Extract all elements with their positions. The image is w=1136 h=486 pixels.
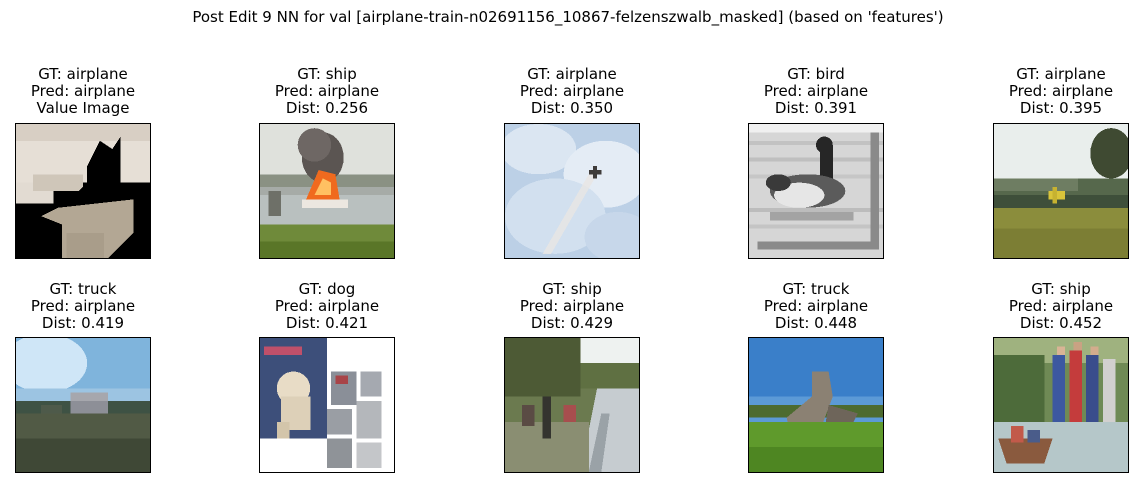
- panel-caption: GT: ship Pred: airplane Dist: 0.429: [444, 281, 700, 332]
- gt-label: GT: ship: [1031, 280, 1091, 298]
- gt-label: GT: airplane: [1016, 65, 1106, 83]
- panel-caption: GT: ship Pred: airplane Dist: 0.452: [933, 281, 1136, 332]
- gt-label: GT: airplane: [38, 65, 128, 83]
- panel-caption: GT: ship Pred: airplane Dist: 0.256: [199, 66, 455, 117]
- pred-label: Pred: airplane: [1008, 297, 1114, 315]
- gt-label: GT: truck: [49, 280, 117, 298]
- gt-label: GT: ship: [297, 65, 357, 83]
- pred-label: Pred: airplane: [274, 82, 380, 100]
- figure-title: Post Edit 9 NN for val [airplane-train-n…: [192, 8, 944, 26]
- dist-label: Dist: 0.395: [1019, 99, 1103, 117]
- pred-label: Pred: airplane: [763, 82, 869, 100]
- gt-label: GT: airplane: [527, 65, 617, 83]
- crowd-on-boat-thumbnail: [993, 337, 1129, 473]
- masked-airplane-thumbnail: [15, 123, 151, 259]
- plane-in-sky-thumbnail: [504, 123, 640, 259]
- dist-label: Dist: 0.429: [530, 314, 614, 332]
- panel-caption: GT: truck Pred: airplane Dist: 0.419: [0, 281, 211, 332]
- dog-collage-thumbnail: [259, 337, 395, 473]
- dist-label: Dist: 0.350: [530, 99, 614, 117]
- panel-caption: GT: airplane Pred: airplane Dist: 0.395: [933, 66, 1136, 117]
- panel-caption: GT: bird Pred: airplane Dist: 0.391: [688, 66, 944, 117]
- dist-label: Dist: 0.421: [285, 314, 369, 332]
- pred-label: Pred: airplane: [519, 82, 625, 100]
- plane-over-field-thumbnail: [993, 123, 1129, 259]
- pred-label: Pred: airplane: [30, 82, 136, 100]
- dist-label: Dist: 0.419: [41, 314, 125, 332]
- pred-label: Pred: airplane: [763, 297, 869, 315]
- gt-label: GT: truck: [782, 280, 850, 298]
- pred-label: Pred: airplane: [1008, 82, 1114, 100]
- dist-label: Dist: 0.256: [285, 99, 369, 117]
- truck-under-sky-thumbnail: [15, 337, 151, 473]
- gt-label: GT: dog: [298, 280, 356, 298]
- burning-boat-thumbnail: [259, 123, 395, 259]
- gt-label: GT: bird: [787, 65, 845, 83]
- dist-label: Dist: 0.452: [1019, 314, 1103, 332]
- pred-label: Pred: airplane: [519, 297, 625, 315]
- dist-label: Dist: 0.448: [774, 314, 858, 332]
- pred-label: Pred: airplane: [30, 297, 136, 315]
- gt-label: GT: ship: [542, 280, 602, 298]
- panel-caption: GT: airplane Pred: airplane Value Image: [0, 66, 211, 117]
- dist-label: Dist: 0.391: [774, 99, 858, 117]
- goose-on-water-thumbnail: [748, 123, 884, 259]
- panel-caption: GT: dog Pred: airplane Dist: 0.421: [199, 281, 455, 332]
- people-by-river-thumbnail: [504, 337, 640, 473]
- pred-label: Pred: airplane: [274, 297, 380, 315]
- panel-caption: GT: airplane Pred: airplane Dist: 0.350: [444, 66, 700, 117]
- panel-caption: GT: truck Pred: airplane Dist: 0.448: [688, 281, 944, 332]
- dist-label: Value Image: [36, 99, 130, 117]
- wreck-on-grass-thumbnail: [748, 337, 884, 473]
